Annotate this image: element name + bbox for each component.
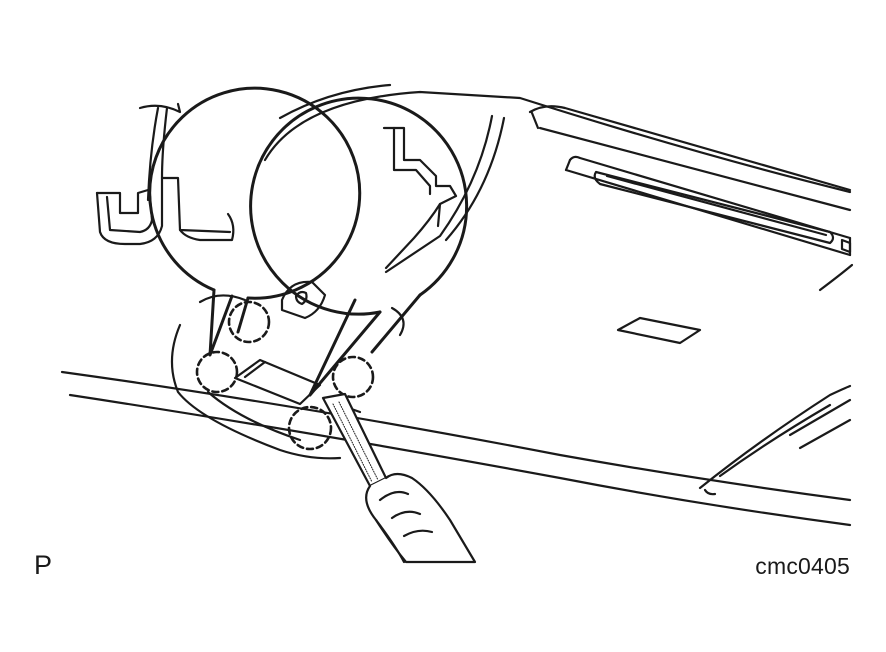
figure-code-label: cmc0405 [755, 553, 850, 579]
overhead-console [263, 90, 854, 496]
headliner-panel [60, 83, 852, 527]
flat-screwdriver-icon [321, 392, 477, 564]
right-clip-detail-callout [249, 96, 506, 397]
left-clip-detail-callout [95, 86, 362, 357]
corner-label: P [34, 550, 53, 580]
clip-marker-3 [287, 405, 333, 451]
trim-panel [170, 280, 405, 460]
clip-marker-1 [227, 300, 271, 344]
clip-marker-2 [195, 350, 239, 394]
clip-markers [195, 300, 375, 451]
trim-panel-opening [233, 358, 322, 406]
clip-marker-4 [331, 355, 375, 399]
